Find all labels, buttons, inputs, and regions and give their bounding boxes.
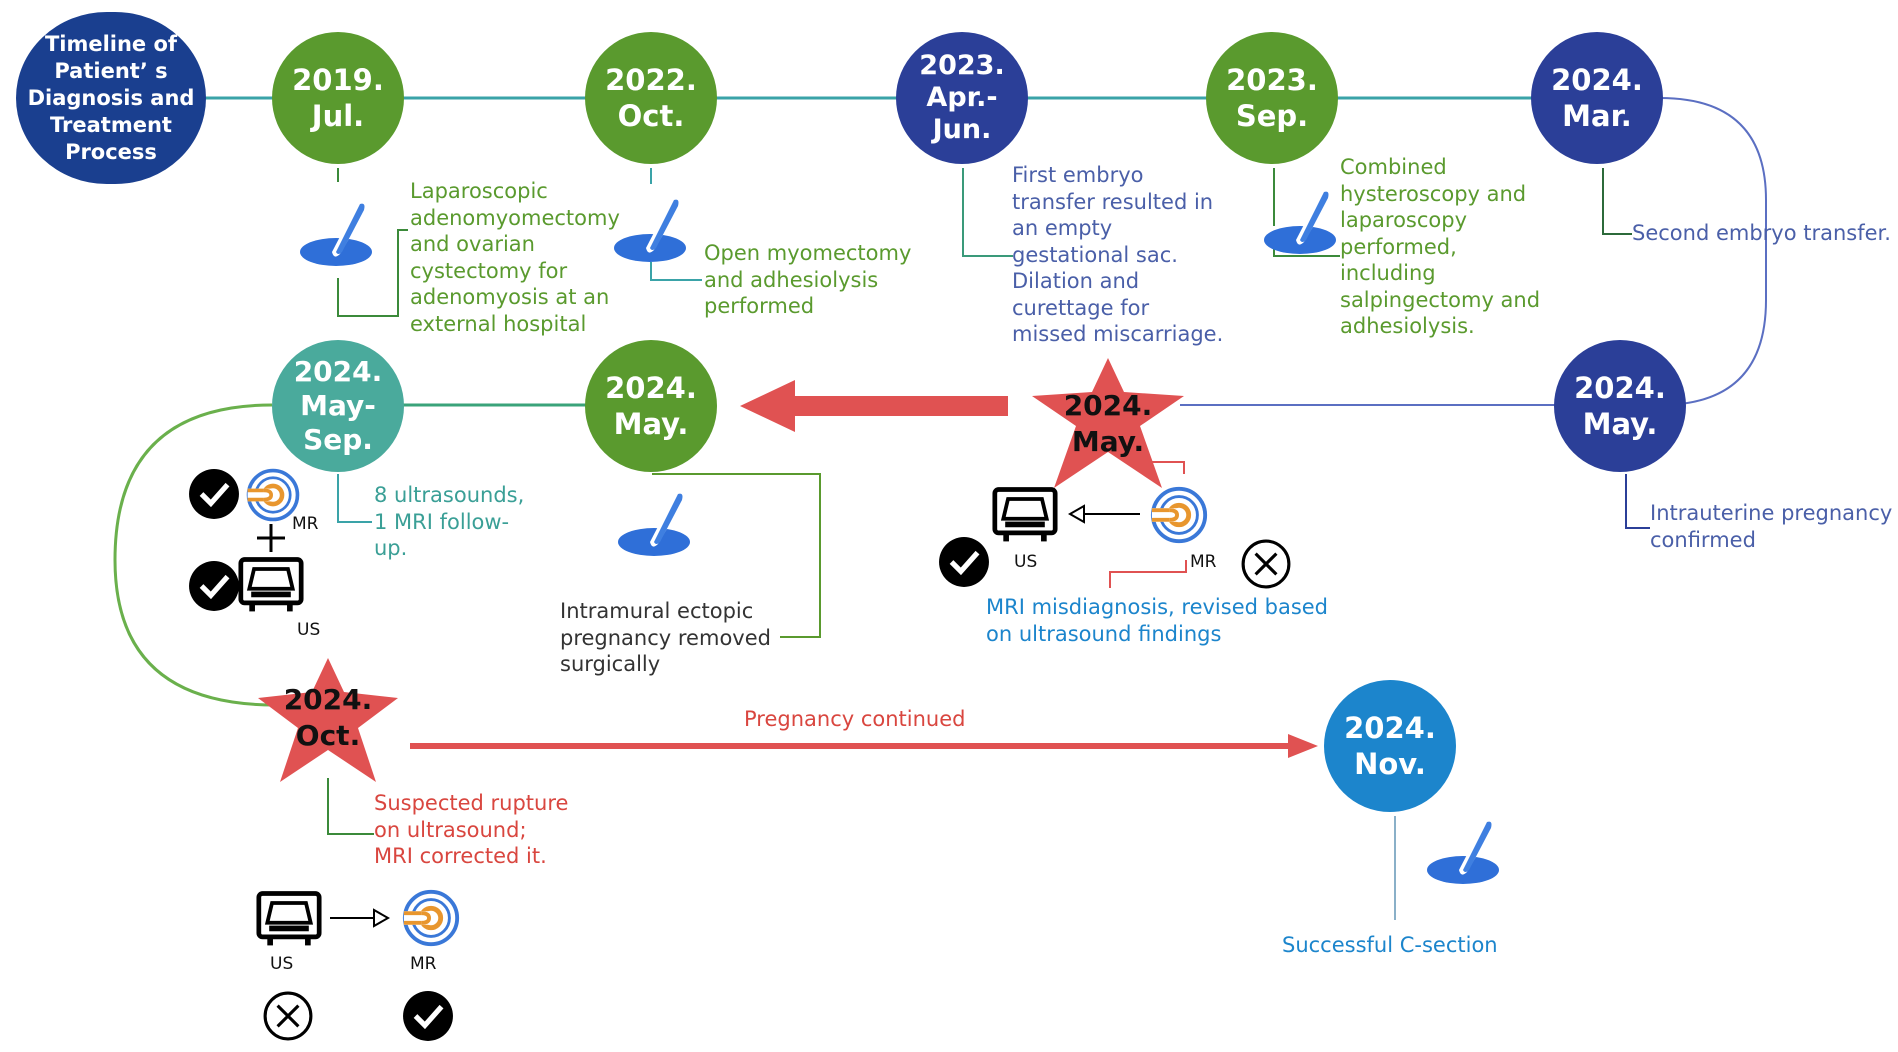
check-icon — [939, 537, 989, 587]
timeline-curve-left — [113, 403, 276, 707]
label-mr: MR — [292, 514, 319, 534]
scalpel-icon — [1427, 819, 1499, 884]
red-arrow-left — [740, 380, 1008, 432]
scalpel-icon — [614, 197, 686, 262]
connector-2022oct — [650, 168, 702, 281]
label-us: US — [297, 620, 321, 640]
node-label: 2022. Oct. — [605, 63, 697, 133]
label-us: US — [1014, 552, 1038, 572]
mri-scanner-icon — [404, 892, 457, 944]
note-2024-may-star: MRI misdiagnosis, revised based on ultra… — [986, 595, 1329, 646]
star-marker-2024oct — [258, 658, 398, 782]
node-2024-may-right: 2024. May. — [1554, 340, 1686, 472]
check-icon — [189, 469, 239, 519]
red-arrow-right-head — [1288, 734, 1318, 758]
node-2022-oct: 2022. Oct. — [585, 32, 717, 164]
connector-2024may-mid — [652, 473, 821, 638]
node-2024-may-sep: 2024. May- Sep. — [272, 340, 404, 472]
note-2024-oct: Suspected rupture on ultrasound; MRI cor… — [374, 791, 569, 868]
scalpel-icon — [300, 201, 372, 266]
check-icon — [189, 561, 239, 611]
node-label: 2024. May. — [605, 371, 697, 441]
timeline-curve-right — [1659, 97, 1767, 406]
arrow-us-to-mr-head — [373, 908, 391, 928]
node-2024-mar: 2024. Mar. — [1531, 32, 1663, 164]
mri-scanner-icon — [1152, 489, 1205, 541]
connector-2019jul — [337, 168, 408, 317]
connector-2024may-star-top — [1148, 461, 1185, 474]
note-2023-apr-jun: First embryo transfer resulted in an emp… — [1012, 163, 1224, 346]
timeline-title-text: Timeline of Patient’ s Diagnosis and Tre… — [27, 31, 195, 164]
node-2024-may-mid: 2024. May. — [585, 340, 717, 472]
note-2022-oct: Open myomectomy and adhesiolysis perform… — [704, 241, 912, 318]
timeline-title: Timeline of Patient’ s Diagnosis and Tre… — [16, 12, 206, 184]
connector-2024oct — [327, 778, 374, 835]
label-mr: MR — [410, 954, 437, 974]
star-label-2024-may: 2024. May. — [1063, 389, 1153, 458]
note-2024-may-right: Intrauterine pregnancy confirmed — [1650, 501, 1893, 552]
connector-2024maysep — [337, 474, 372, 523]
connector-2024may-star-bottom — [1109, 560, 1187, 588]
node-label: 2019. Jul. — [292, 63, 384, 133]
arrow-label-pregnancy-continued: Pregnancy continued — [744, 707, 966, 731]
star-marker-2024may — [1032, 358, 1184, 488]
note-2023-sep: Combined hysteroscopy and laparoscopy pe… — [1340, 155, 1541, 338]
connector-2023apr — [962, 168, 1013, 257]
cross-icon — [1241, 539, 1291, 589]
node-label: 2024. May. — [1574, 371, 1666, 441]
check-icon — [403, 991, 453, 1041]
note-2024-nov: Successful C-section — [1282, 933, 1498, 957]
connector-2024mar — [1602, 168, 1632, 235]
node-2019-jul: 2019. Jul. — [272, 32, 404, 164]
note-2019-jul: Laparoscopic adenomyomectomy and ovarian… — [410, 179, 620, 336]
label-us: US — [270, 954, 294, 974]
ultrasound-machine-icon — [995, 490, 1055, 542]
label-mr: MR — [1190, 552, 1217, 572]
arrow-mr-to-us-head — [1067, 504, 1085, 524]
mri-scanner-icon — [248, 471, 298, 520]
node-label: 2024. Nov. — [1344, 711, 1436, 781]
cross-icon — [263, 991, 313, 1041]
note-2024-may-sep: 8 ultrasounds, 1 MRI follow- up. — [374, 483, 525, 560]
note-2024-may-mid: Intramural ectopic pregnancy removed sur… — [560, 599, 771, 676]
node-label: 2023. Apr.- Jun. — [919, 50, 1005, 145]
node-2024-nov: 2024. Nov. — [1324, 680, 1456, 812]
node-2023-apr-jun: 2023. Apr.- Jun. — [896, 32, 1028, 164]
node-label: 2023. Sep. — [1226, 63, 1318, 133]
scalpel-icon — [618, 491, 690, 556]
ultrasound-machine-icon — [259, 894, 319, 946]
node-2023-sep: 2023. Sep. — [1206, 32, 1338, 164]
ultrasound-machine-icon — [241, 560, 301, 612]
node-label: 2024. Mar. — [1551, 63, 1643, 133]
node-label: 2024. May- Sep. — [293, 355, 383, 456]
note-2024-mar: Second embryo transfer. — [1632, 221, 1891, 245]
connector-2024may-right — [1625, 474, 1650, 529]
star-label-2024-oct: 2024. Oct. — [283, 683, 373, 752]
